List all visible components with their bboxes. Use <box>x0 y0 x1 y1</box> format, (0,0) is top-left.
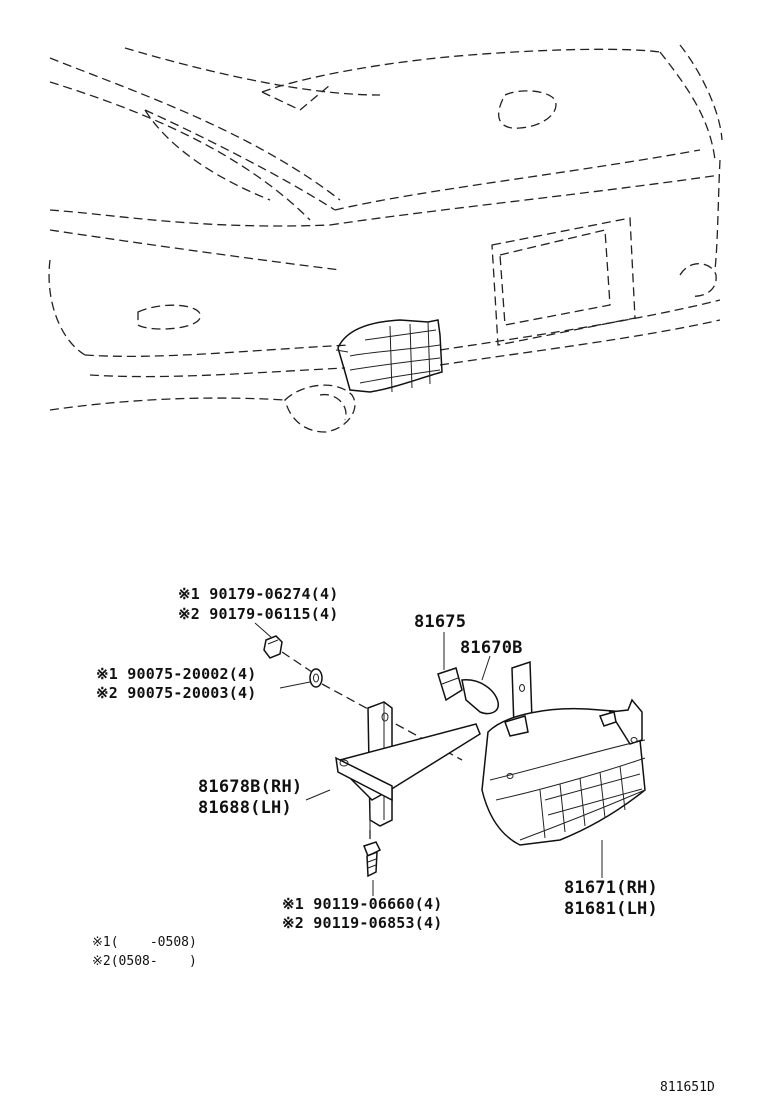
nut-part-number-1: ※1 90179-06274(4) <box>178 585 339 603</box>
bulb-socket <box>437 667 499 715</box>
car-rear-outline <box>48 44 723 433</box>
washer <box>309 668 323 688</box>
nut <box>263 635 283 659</box>
bracket-part-number-lh: 81688(LH) <box>198 798 292 818</box>
lamp-part-number-lh: 81681(LH) <box>564 899 658 919</box>
bracket <box>335 701 481 830</box>
washer-part-number-1: ※1 90075-20002(4) <box>96 665 257 683</box>
bracket-part-number-rh: 81678B(RH) <box>198 777 303 797</box>
fog-lamp-assembly <box>481 698 646 846</box>
bolt-part-number-2: ※2 90119-06853(4) <box>282 914 443 932</box>
fog-lamp-on-car <box>335 319 443 393</box>
washer-part-number-2: ※2 90075-20003(4) <box>96 684 257 702</box>
bolt <box>363 841 382 878</box>
footnote-1: ※1( -0508) <box>92 935 197 950</box>
bulb-part-number: 81675 <box>414 612 467 632</box>
bolt-part-number-1: ※1 90119-06660(4) <box>282 895 443 913</box>
footnote-2: ※2(0508- ) <box>92 954 197 969</box>
socket-part-number: 81670B <box>460 638 523 658</box>
diagram-code: 811651D <box>660 1080 715 1095</box>
lamp-part-number-rh: 81671(RH) <box>564 878 658 898</box>
nut-part-number-2: ※2 90179-06115(4) <box>178 605 339 623</box>
